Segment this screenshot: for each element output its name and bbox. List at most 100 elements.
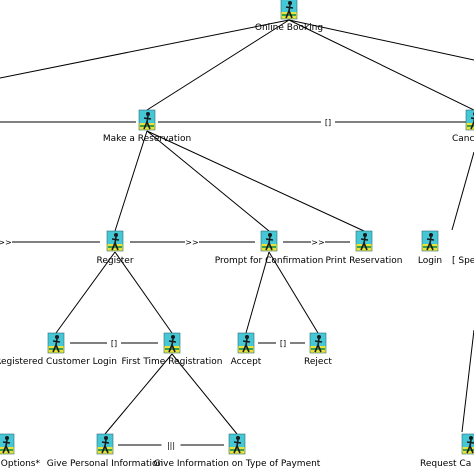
task-node-request-ca[interactable]: Request Ca: [420, 433, 474, 469]
task-icon: [47, 332, 65, 354]
task-icon: [0, 433, 15, 455]
operator-symbol-backing: [276, 339, 290, 347]
task-icon-part: [360, 236, 369, 251]
edge-offscreen-0: [0, 19, 290, 79]
task-label: Online Booking: [255, 23, 323, 33]
task-icon-part: [280, 0, 298, 20]
operator-symbol-backing: [311, 238, 325, 246]
task-label: [ Spe: [452, 256, 474, 266]
task-icon: [138, 109, 156, 131]
task-icon-part: [268, 233, 272, 237]
task-icon-part: [429, 233, 433, 237]
task-label: Prompt for Confirmation: [215, 256, 324, 266]
task-icon-part: [245, 335, 249, 339]
task-icon-part: [163, 332, 181, 354]
task-icon-part: [465, 109, 474, 131]
task-node-login[interactable]: Login: [418, 230, 442, 266]
task-icon-part: [309, 332, 327, 354]
task-node-spe[interactable]: [ Spe: [452, 256, 474, 266]
task-icon-part: [111, 236, 120, 251]
task-icon-part: [228, 433, 246, 455]
task-icon-part: [52, 338, 61, 353]
task-icon-part: [108, 246, 122, 248]
task-icon-part: [423, 246, 437, 248]
task-icon-part: [426, 236, 435, 251]
edge-offscreen-2: [451, 151, 474, 231]
task-node-give-payment-info[interactable]: Give Information on Type of Payment: [154, 433, 321, 469]
operator-symbol-backing: [185, 238, 199, 246]
edge-online_booking-to-cancel: [288, 19, 474, 111]
task-icon-part: [282, 14, 296, 16]
task-label: Register: [96, 256, 133, 266]
task-icon-part: [461, 433, 474, 455]
task-label: First Time Registration: [122, 357, 223, 367]
task-icon: [237, 332, 255, 354]
task-icon-part: [140, 125, 154, 127]
task-node-online-booking[interactable]: Online Booking: [255, 0, 323, 33]
edge-make_reservation-to-print_reservation: [146, 130, 365, 232]
task-node-cancel[interactable]: Canc: [452, 109, 474, 144]
task-icon-part: [237, 332, 255, 354]
task-icon-part: [317, 335, 321, 339]
task-icon-part: [0, 449, 13, 451]
task-icon-part: [421, 230, 439, 252]
task-icon-part: [311, 348, 325, 350]
edge-first_time_registration-to-give_personal_info: [104, 353, 173, 435]
task-node-reject[interactable]: Reject: [304, 332, 332, 367]
task-icon-part: [104, 436, 108, 440]
task-node-give-personal-info[interactable]: Give Personal Information: [47, 433, 163, 469]
task-icon-part: [470, 117, 474, 130]
operator-symbol-backing: [107, 339, 121, 347]
task-icon: [280, 0, 298, 20]
task-node-registered-login[interactable]: Registered Customer Login: [0, 332, 117, 367]
task-label: Give Personal Information: [47, 459, 163, 469]
task-icon-part: [262, 246, 276, 248]
task-node-options[interactable]: Options*: [0, 433, 40, 469]
task-icon: [465, 109, 474, 131]
task-icon: [421, 230, 439, 252]
task-icon: [228, 433, 246, 455]
task-icon: [309, 332, 327, 354]
task-icon-part: [265, 236, 274, 251]
edge-offscreen-3: [461, 329, 474, 433]
task-icon-part: [98, 449, 112, 451]
task-icon-part: [236, 436, 240, 440]
operator-symbol: >>: [0, 238, 12, 247]
edge-make_reservation-to-register: [114, 130, 148, 232]
task-icon: [461, 433, 474, 455]
task-node-register[interactable]: Register: [96, 230, 134, 266]
task-label: Make a Reservation: [103, 134, 191, 144]
task-icon-part: [285, 4, 294, 19]
task-icon: [355, 230, 373, 252]
task-node-accept[interactable]: Accept: [231, 332, 262, 367]
edges-layer: [0, 19, 474, 435]
task-icon-part: [2, 439, 11, 454]
task-icon-part: [242, 338, 251, 353]
task-label: Accept: [231, 357, 262, 367]
task-icon: [260, 230, 278, 252]
task-icon-part: [171, 335, 175, 339]
task-node-prompt-confirmation[interactable]: Prompt for Confirmation: [215, 230, 324, 266]
task-node-first-time-registration[interactable]: First Time Registration: [122, 332, 223, 367]
task-label: Give Information on Type of Payment: [154, 459, 321, 469]
task-label: Login: [418, 256, 442, 266]
operator-symbol-backing: [321, 118, 335, 126]
task-icon-part: [355, 230, 373, 252]
edge-prompt_confirmation-to-accept: [245, 251, 270, 334]
task-icon-part: [168, 338, 177, 353]
task-icon-part: [138, 109, 156, 131]
task-icon-part: [0, 433, 15, 455]
task-icon-part: [47, 332, 65, 354]
operator-symbol: |||: [167, 441, 175, 450]
task-icon-part: [467, 125, 474, 127]
task-icon-part: [233, 439, 242, 454]
operator-lines-layer: [0, 121, 474, 446]
task-icon-part: [55, 335, 59, 339]
operator-symbol: >>: [311, 238, 324, 247]
task-icon-part: [165, 348, 179, 350]
task-node-print-reservation[interactable]: Print Reservation: [326, 230, 403, 266]
edge-register-to-first_time_registration: [114, 251, 173, 334]
task-icon: [96, 433, 114, 455]
task-node-make-reservation[interactable]: Make a Reservation: [103, 109, 191, 144]
